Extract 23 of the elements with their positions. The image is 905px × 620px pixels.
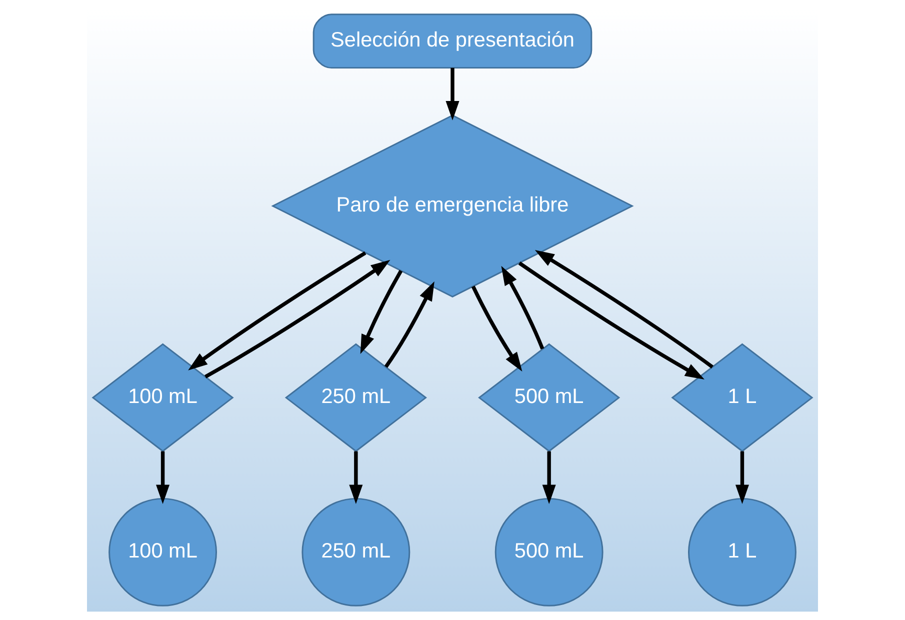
node-diamond: 100 mL <box>92 343 234 452</box>
arrow <box>446 68 460 120</box>
arrow <box>501 266 544 350</box>
arrow <box>349 451 363 504</box>
arrow <box>542 451 556 504</box>
node-diamond: 250 mL <box>284 343 427 452</box>
arrow <box>188 251 366 370</box>
node-circle: 100 mL <box>108 498 217 606</box>
arrow <box>518 262 704 380</box>
node-diamond: Paro de emergencia libre <box>271 114 634 298</box>
arrow <box>735 451 749 504</box>
arrow <box>534 250 714 368</box>
node-diamond: 1 L <box>671 343 814 452</box>
node-circle: 1 L <box>688 498 796 606</box>
node-diamond: 500 mL <box>478 343 620 452</box>
node-circle: 500 mL <box>494 498 604 606</box>
arrow <box>204 260 390 378</box>
node-circle: 250 mL <box>302 498 410 606</box>
node-box: Selección de presentación <box>312 14 592 69</box>
arrow <box>384 281 434 368</box>
arrow <box>156 451 170 504</box>
arrow <box>360 270 403 354</box>
arrow <box>471 286 522 372</box>
